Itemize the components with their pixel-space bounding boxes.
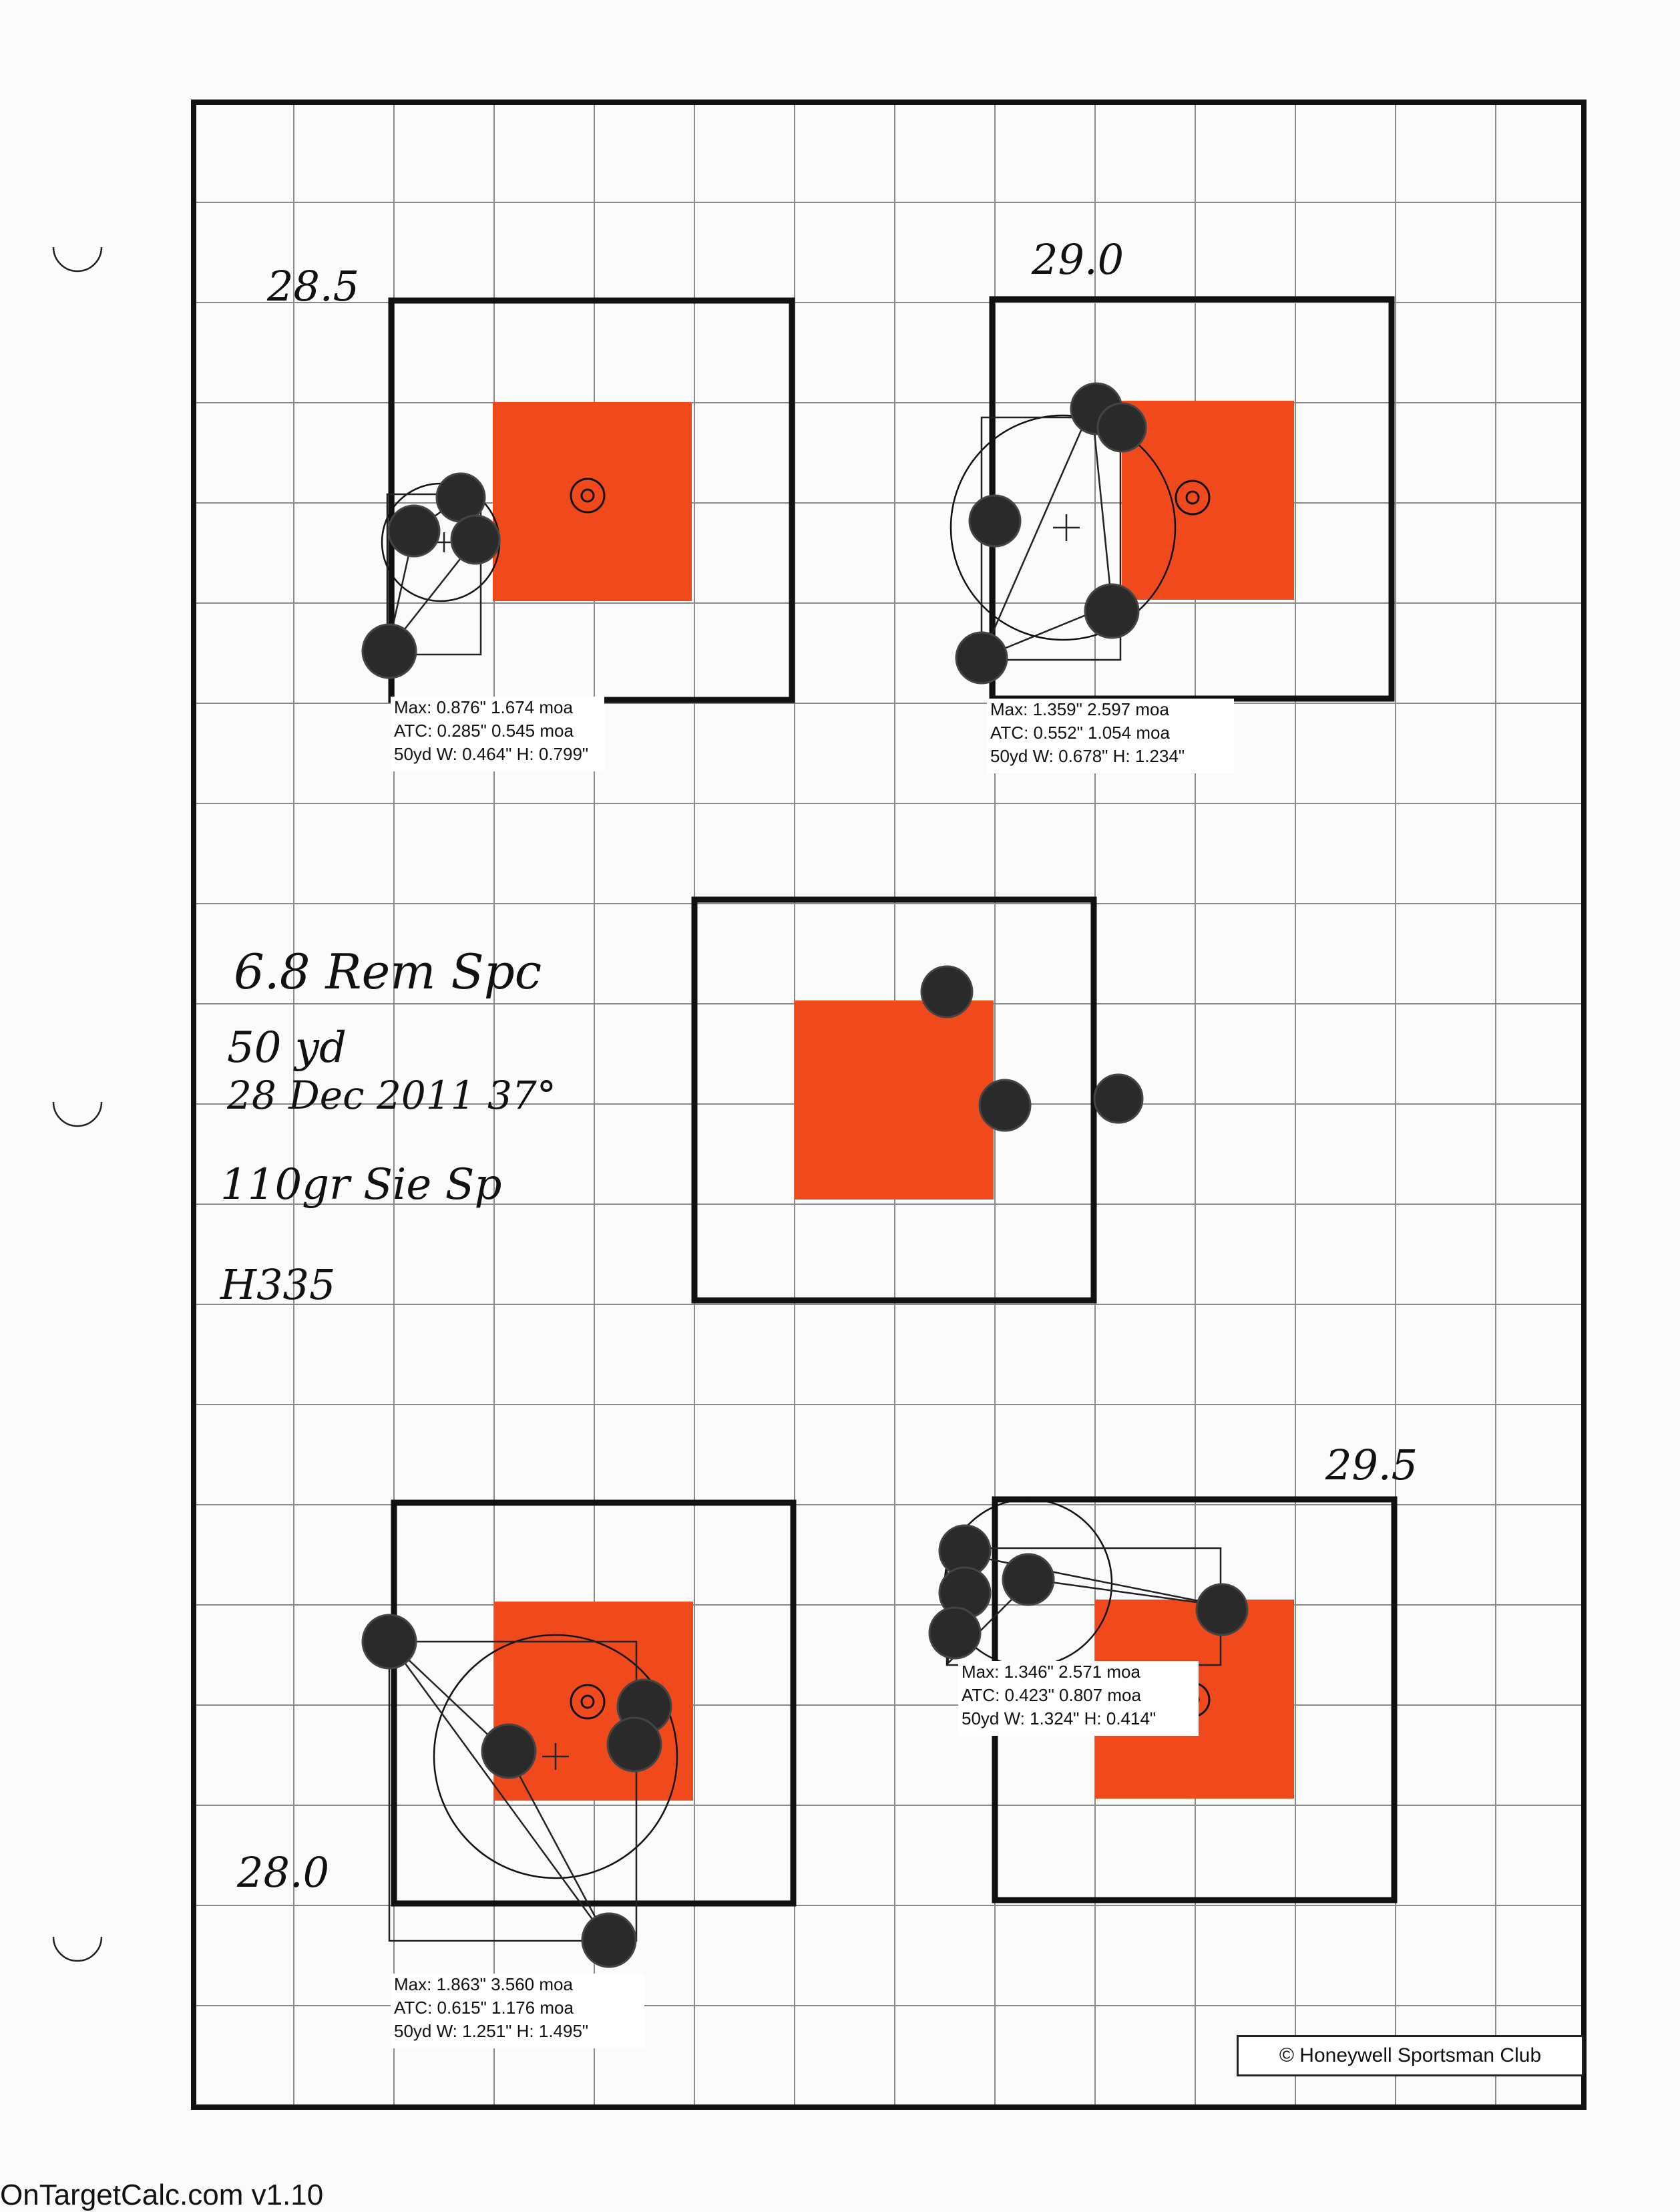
target-28-5: [361, 297, 795, 703]
footer-text: OnTargetCalc.com v1.10: [0, 2179, 324, 2211]
label-28-5: 28.5: [266, 262, 359, 311]
stat-size-b: 50yd W: 0.678" H: 1.234": [990, 746, 1185, 766]
sheet-border: [191, 100, 1587, 2110]
note-date-temp: 28 Dec 2011 37°: [226, 1073, 556, 1118]
stat-atc-a: ATC: 0.285" 0.545 moa: [394, 721, 574, 741]
stat-atc-b: ATC: 0.552" 1.054 moa: [990, 723, 1170, 743]
note-powder: H335: [220, 1260, 335, 1309]
target-28-0: [361, 1499, 797, 1968]
stat-size-c: 50yd W: 1.251" H: 1.495": [394, 2021, 588, 2041]
label-29-0: 29.0: [1031, 235, 1124, 284]
target-29-5: [928, 1496, 1398, 1903]
note-cartridge: 6.8 Rem Spc: [234, 944, 542, 1000]
footer-watermark: OnTargetCalc.com v1.10: [0, 2179, 323, 2212]
club-credit: © Honeywell Sportsman Club: [1237, 2035, 1584, 2076]
stat-size-a: 50yd W: 0.464" H: 0.799": [394, 744, 588, 764]
stat-max-d: Max: 1.346" 2.571 moa: [962, 1662, 1140, 1682]
target-29-0: [950, 296, 1395, 702]
binder-holes: [52, 246, 103, 1962]
note-distance: 50 yd: [227, 1023, 347, 1073]
stat-max-c: Max: 1.863" 3.560 moa: [394, 1974, 573, 1994]
handwritten-notes: 6.8 Rem Spc 50 yd 28 Dec 2011 37° 110gr …: [220, 944, 556, 1309]
stat-size-d: 50yd W: 1.324" H: 0.414": [962, 1708, 1156, 1728]
label-29-5: 29.5: [1325, 1441, 1418, 1489]
label-28-0: 28.0: [236, 1848, 329, 1897]
note-bullet: 110gr Sie Sp: [220, 1160, 501, 1210]
club-credit-text: © Honeywell Sportsman Club: [1279, 2044, 1542, 2066]
stat-atc-d: ATC: 0.423" 0.807 moa: [962, 1685, 1141, 1705]
stat-max-a: Max: 0.876" 1.674 moa: [394, 697, 573, 717]
target-center: [691, 896, 1144, 1304]
stat-max-b: Max: 1.359" 2.597 moa: [990, 699, 1169, 719]
stat-atc-c: ATC: 0.615" 1.176 moa: [394, 1998, 574, 2018]
